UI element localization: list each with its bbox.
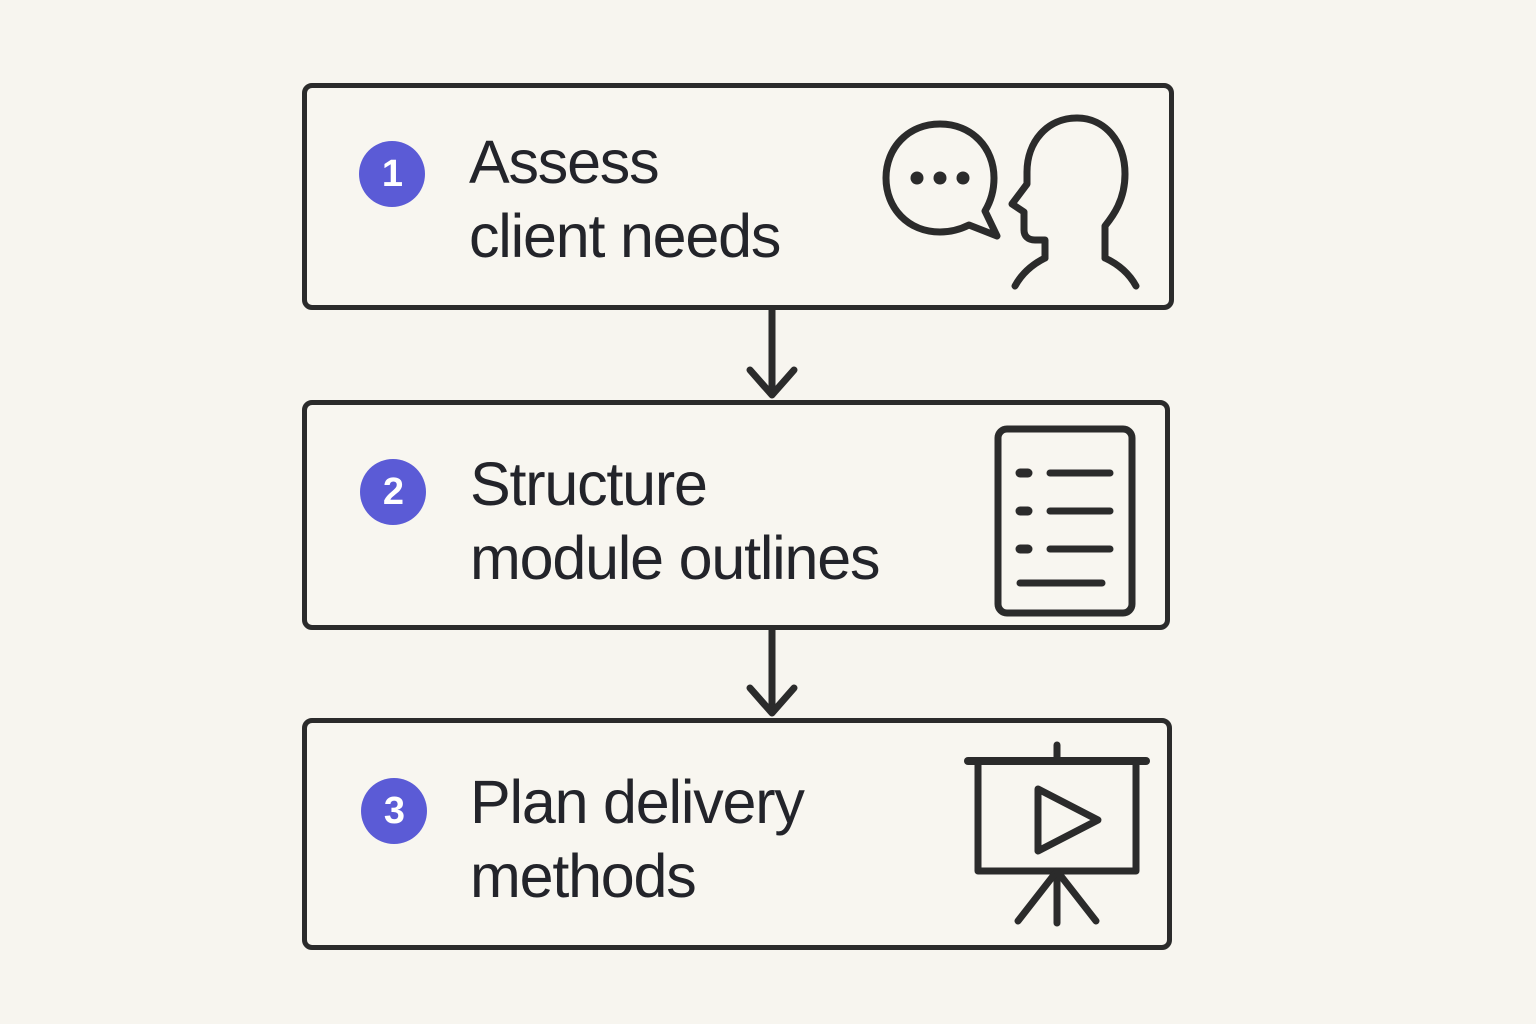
- step-label-3: Plan delivery methods: [470, 768, 805, 910]
- step-card-3[interactable]: 3 Plan delivery methods: [302, 718, 1172, 950]
- speech-bubble-and-head-profile-icon: [877, 112, 1149, 292]
- bulleted-document-list-icon: [980, 423, 1150, 619]
- step-card-1[interactable]: 1 Assess client needs: [302, 83, 1174, 310]
- step-label-2: Structure module outlines: [470, 450, 880, 592]
- step-card-2[interactable]: 2 Structure module outlines: [302, 400, 1170, 630]
- down-arrow-icon-2: [736, 626, 808, 722]
- down-arrow-icon-1: [736, 306, 808, 404]
- step-number-badge-2: 2: [360, 459, 426, 525]
- step-label-1: Assess client needs: [469, 128, 781, 270]
- step-number-badge-1: 1: [359, 141, 425, 207]
- presentation-screen-play-icon: [952, 731, 1162, 931]
- step-number-badge-3: 3: [361, 778, 427, 844]
